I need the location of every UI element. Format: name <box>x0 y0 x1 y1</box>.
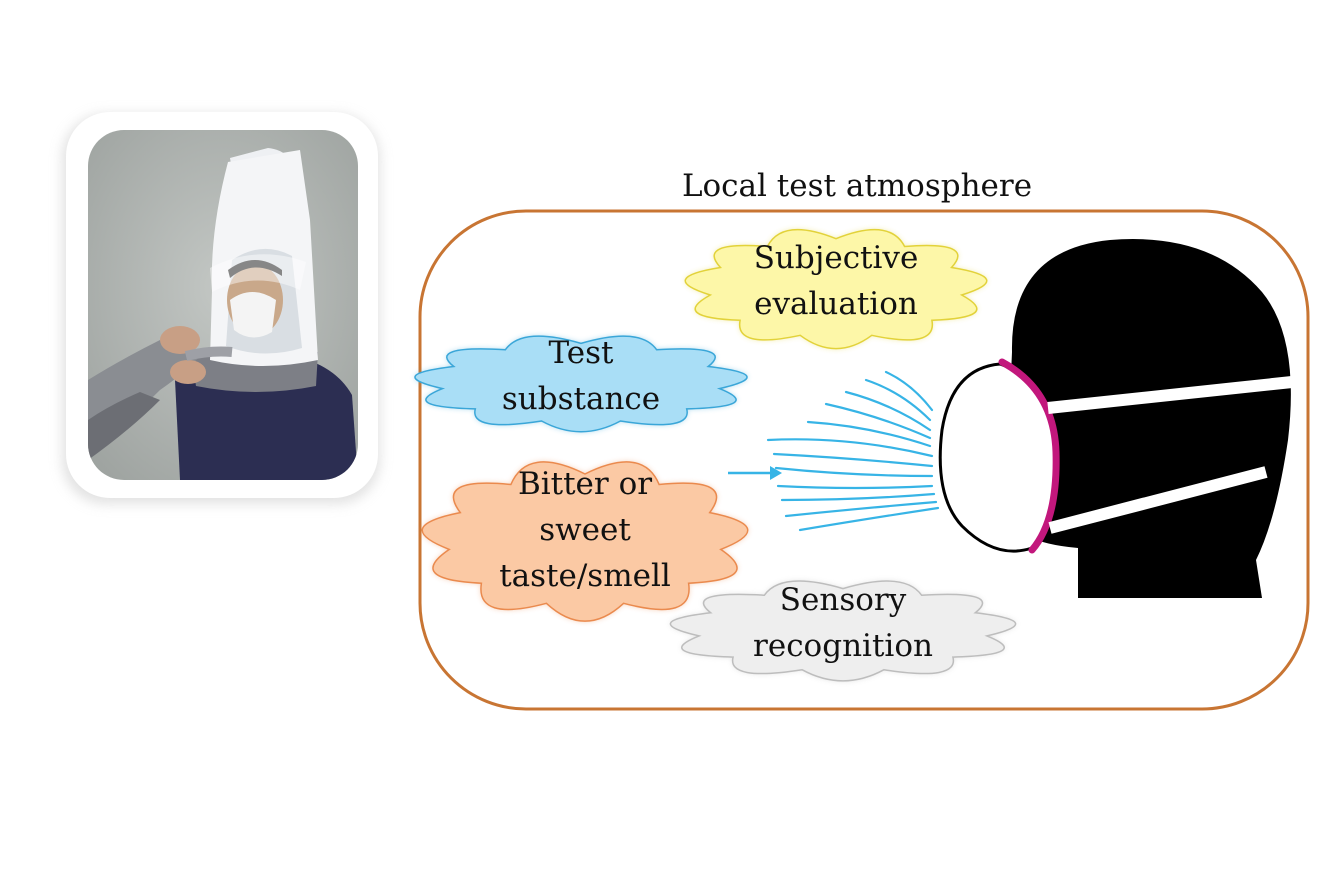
cloud-test-label-line: substance <box>502 381 660 417</box>
arrow-right-icon <box>728 466 782 480</box>
cloud-subjective-label-line: Subjective <box>754 240 919 276</box>
cloud-sensory-label-line: recognition <box>753 628 933 664</box>
cloud-bitter-label-line: taste/smell <box>499 558 671 594</box>
cloud-bitter-shape <box>421 461 749 622</box>
cloud-bitter-label-line: sweet <box>539 512 631 548</box>
head-with-mask-silhouette-icon <box>938 239 1293 598</box>
cloud-subjective-label-line: evaluation <box>754 286 918 322</box>
cloud-bitter-label-line: Bitter or <box>518 466 652 502</box>
test-hood-photo <box>62 112 380 504</box>
diagram-title: Local test atmosphere <box>682 168 1032 204</box>
cloud-sensory-label-line: Sensory <box>780 582 907 618</box>
airflow-lines <box>766 370 940 532</box>
cloud-sensory-shape <box>669 580 1017 682</box>
cloud-subjective-shape <box>684 228 988 350</box>
test-atmosphere-frame <box>418 209 1310 711</box>
cloud-subjective: Subjective evaluation <box>684 228 988 350</box>
cloud-sensory: Sensory recognition <box>669 580 1017 682</box>
cloud-bitter: Bitter or sweet taste/smell <box>421 461 749 622</box>
cloud-test-label-line: Test <box>549 335 615 371</box>
cloud-test-shape <box>414 335 748 433</box>
cloud-test: Test substance <box>414 335 748 433</box>
